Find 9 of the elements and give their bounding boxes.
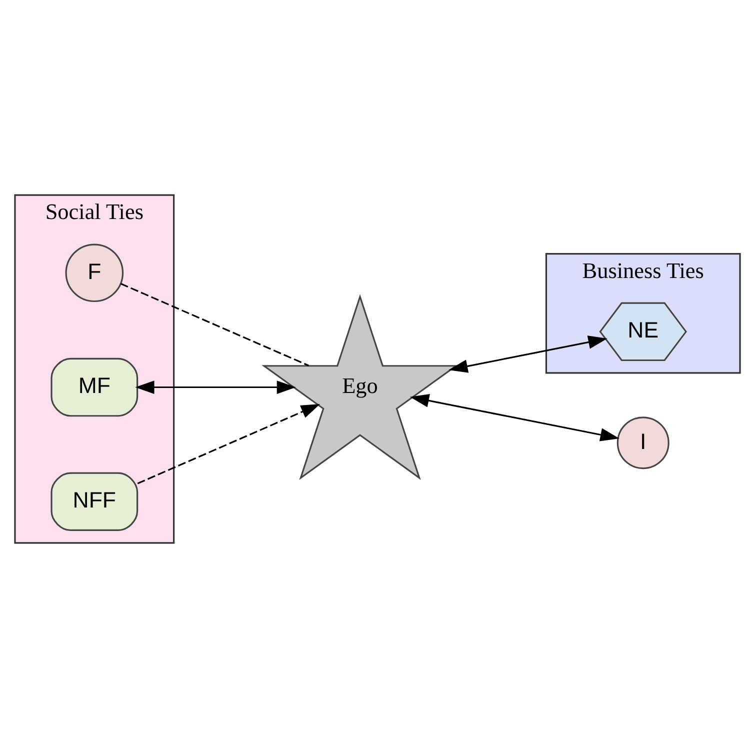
- arrow: [135, 380, 296, 394]
- node-box: MF: [50, 358, 138, 417]
- arrow: [410, 394, 620, 442]
- node-circle: I: [616, 416, 670, 470]
- arrow: [137, 404, 320, 484]
- node-box: NFF: [50, 472, 138, 532]
- arrow: [448, 336, 608, 373]
- node-circle: F: [65, 244, 124, 302]
- connector: [120, 282, 309, 366]
